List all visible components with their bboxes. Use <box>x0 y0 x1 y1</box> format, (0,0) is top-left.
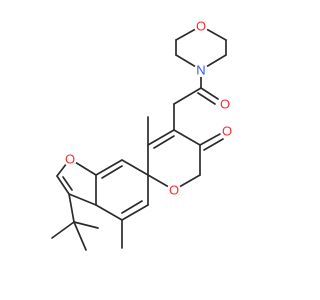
amide-oxygen-label: O <box>218 97 232 112</box>
bond <box>147 129 175 146</box>
atom-symbol: O <box>220 97 230 112</box>
atom-symbol: O <box>65 152 75 167</box>
bond <box>121 200 143 214</box>
bond <box>68 193 97 206</box>
bond <box>51 221 75 239</box>
bond <box>101 165 123 179</box>
bond <box>197 92 216 105</box>
molecule-drawing: O N O O O O <box>51 19 234 251</box>
bond <box>73 221 87 251</box>
atom-symbol: N <box>196 63 205 78</box>
lactone-carbonyl-oxygen-label: O <box>220 124 234 139</box>
morpholine-nitrogen-label: N <box>194 63 208 78</box>
bond <box>173 129 201 146</box>
bond <box>56 175 70 195</box>
bond <box>173 87 202 105</box>
atom-symbol: O <box>196 19 206 34</box>
bond <box>153 135 175 149</box>
bond <box>95 159 123 176</box>
pyranone-ring-oxygen-label: O <box>167 183 181 198</box>
bond <box>121 159 149 176</box>
bond <box>200 87 219 100</box>
furan-oxygen-label: O <box>63 152 77 167</box>
bond <box>95 204 123 221</box>
bond <box>121 204 149 221</box>
bond <box>203 138 224 151</box>
structure-diagram: O N O O O O <box>51 19 234 251</box>
bond-lines <box>51 25 227 251</box>
atom-labels: O N O O O O <box>63 19 234 198</box>
bond <box>73 221 99 229</box>
atom-symbol: O <box>222 124 232 139</box>
atom-symbol: O <box>169 183 179 198</box>
bond <box>62 176 73 191</box>
bond <box>199 133 221 146</box>
bond <box>68 193 75 223</box>
morpholine-oxygen-label: O <box>194 19 208 34</box>
